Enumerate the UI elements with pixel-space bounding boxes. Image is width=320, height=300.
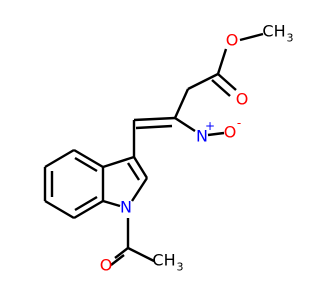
double-bond-inner bbox=[74, 195, 98, 212]
bond bbox=[44, 148, 75, 169]
double-bond-inner bbox=[74, 156, 98, 173]
bond bbox=[173, 88, 190, 119]
bond bbox=[239, 32, 264, 42]
bond bbox=[73, 148, 104, 169]
ester-methyl-carbon: CH bbox=[262, 22, 285, 41]
acetyl-methyl-carbon: CH bbox=[152, 251, 175, 270]
nitro-nitrogen: N bbox=[196, 127, 208, 146]
bond bbox=[73, 199, 104, 220]
indole-nitrogen: N bbox=[120, 198, 132, 217]
side-chain bbox=[132, 32, 264, 157]
pyrrole-ring bbox=[102, 155, 149, 208]
nitro-oxygen-charge: - bbox=[237, 116, 241, 130]
bond bbox=[132, 156, 149, 179]
ester-methyl-subscript: 3 bbox=[287, 32, 294, 45]
acetyl-group bbox=[110, 218, 155, 266]
bond bbox=[127, 246, 155, 263]
molecule-structure-diagram: O CH 3 O N + O - N O CH 3 bbox=[43, 22, 294, 275]
bond bbox=[102, 199, 121, 208]
double-bond-inner bbox=[135, 124, 173, 130]
bond bbox=[44, 199, 75, 220]
double-bond-inner bbox=[126, 162, 141, 181]
bond bbox=[217, 73, 237, 91]
nitro-nitrogen-charge: + bbox=[205, 119, 215, 133]
ester-oxygen-single: O bbox=[226, 31, 239, 50]
bond bbox=[174, 116, 196, 133]
bond bbox=[102, 155, 135, 169]
bond bbox=[207, 131, 225, 137]
bond bbox=[216, 48, 228, 75]
double-bond-inner bbox=[110, 254, 125, 266]
acetyl-methyl-subscript: 3 bbox=[177, 261, 184, 274]
bond bbox=[133, 116, 176, 122]
bond bbox=[187, 72, 219, 91]
ester-oxygen-double: O bbox=[236, 90, 249, 109]
bond bbox=[114, 247, 129, 259]
bond bbox=[130, 177, 149, 202]
nitro-oxygen: O bbox=[224, 123, 237, 142]
benzene-ring bbox=[43, 148, 105, 220]
double-bond-inner bbox=[211, 79, 231, 97]
acetyl-oxygen: O bbox=[100, 256, 113, 275]
